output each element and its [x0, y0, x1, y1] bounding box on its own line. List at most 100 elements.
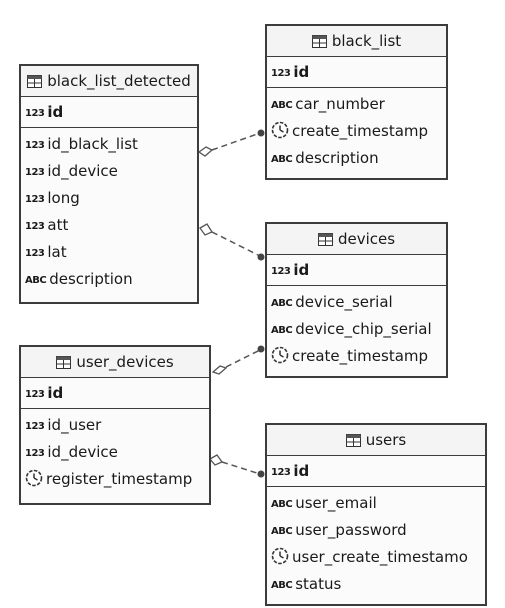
- column-name: create_timestamp: [292, 122, 429, 140]
- primary-key-name: id: [293, 261, 310, 279]
- table-name: black_list_detected: [47, 72, 191, 90]
- relationship-black-list-detected-to-devices: [199, 223, 265, 261]
- number-type-icon: 123: [25, 108, 45, 119]
- column-row[interactable]: create_timestamp: [267, 343, 446, 370]
- column-name: id_user: [47, 416, 102, 434]
- table-header: users: [267, 425, 485, 456]
- column-row[interactable]: user_create_timestamo: [267, 544, 485, 571]
- primary-key-name: id: [47, 103, 64, 121]
- column-name: device_chip_serial: [295, 320, 432, 338]
- column-name: device_serial: [295, 293, 393, 311]
- relationship-black-list-detected-to-black-list: [197, 129, 265, 157]
- table-header: user_devices: [21, 347, 209, 378]
- table-icon: [56, 349, 72, 379]
- number-type-icon: 123: [25, 248, 45, 259]
- number-type-icon: 123: [25, 140, 45, 151]
- column-name: car_number: [295, 95, 385, 113]
- column-name: id_black_list: [47, 135, 138, 153]
- relationship-user-devices-to-users: [209, 454, 265, 478]
- column-name: lat: [47, 243, 67, 261]
- timestamp-clock-icon: [271, 547, 289, 574]
- number-type-icon: 123: [271, 266, 291, 277]
- column-name: create_timestamp: [292, 347, 429, 365]
- text-type-icon: ABC: [271, 499, 293, 510]
- number-type-icon: 123: [25, 167, 45, 178]
- column-name: id_device: [47, 162, 118, 180]
- number-type-icon: 123: [271, 467, 291, 478]
- table-icon: [27, 68, 43, 98]
- number-type-icon: 123: [25, 221, 45, 232]
- table-header: black_list_detected: [21, 66, 197, 97]
- table-icon: [345, 427, 361, 457]
- table-header: black_list: [267, 26, 446, 57]
- column-name: id_device: [47, 443, 118, 461]
- column-name: status: [295, 575, 342, 593]
- text-type-icon: ABC: [271, 298, 293, 309]
- table-name: black_list: [331, 32, 402, 50]
- table-name: devices: [337, 230, 396, 248]
- text-type-icon: ABC: [271, 100, 293, 111]
- column-name: description: [49, 270, 133, 288]
- text-type-icon: ABC: [271, 580, 293, 591]
- text-type-icon: ABC: [25, 275, 47, 286]
- table-name: user_devices: [76, 353, 174, 371]
- column-name: register_timestamp: [46, 470, 193, 488]
- text-type-icon: ABC: [271, 154, 293, 165]
- column-name: long: [47, 189, 80, 207]
- column-row[interactable]: create_timestamp: [267, 118, 446, 145]
- table-name: users: [365, 431, 407, 449]
- column-name: user_email: [295, 494, 377, 512]
- text-type-icon: ABC: [271, 325, 293, 336]
- number-type-icon: 123: [271, 68, 291, 79]
- column-name: att: [47, 216, 69, 234]
- text-type-icon: ABC: [271, 526, 293, 537]
- primary-key-name: id: [47, 384, 64, 402]
- number-type-icon: 123: [25, 389, 45, 400]
- column-row[interactable]: register_timestamp: [21, 466, 209, 493]
- column-name: description: [295, 149, 379, 167]
- table-header: devices: [267, 224, 446, 255]
- number-type-icon: 123: [25, 194, 45, 205]
- column-name: user_password: [295, 521, 407, 539]
- primary-key-name: id: [293, 63, 310, 81]
- primary-key-name: id: [293, 462, 310, 480]
- number-type-icon: 123: [25, 448, 45, 459]
- timestamp-clock-icon: [271, 346, 289, 373]
- number-type-icon: 123: [25, 421, 45, 432]
- timestamp-clock-icon: [25, 469, 43, 496]
- table-icon: [311, 28, 327, 58]
- table-icon: [317, 226, 333, 256]
- column-name: user_create_timestamo: [292, 548, 468, 566]
